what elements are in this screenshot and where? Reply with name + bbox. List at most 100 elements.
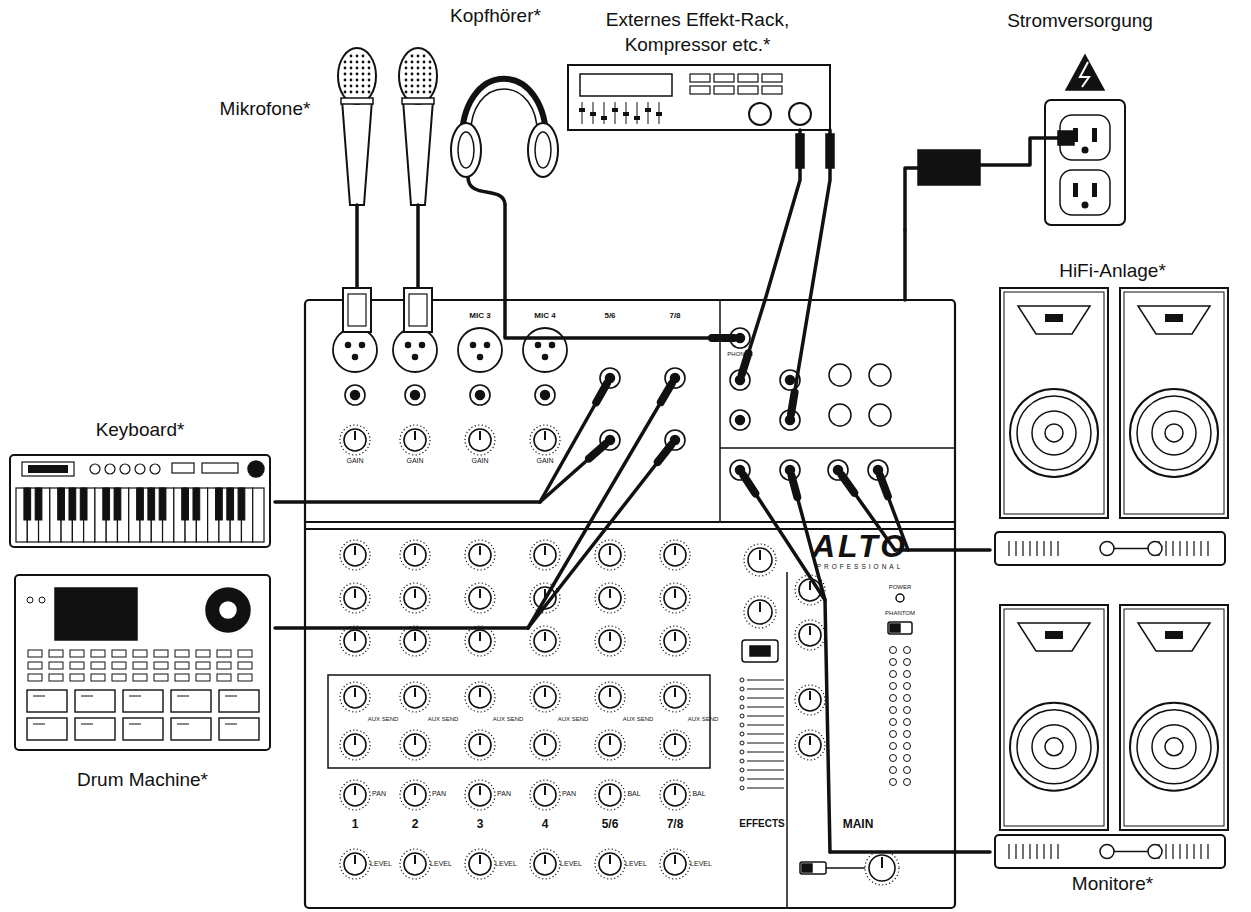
knob (599, 686, 621, 708)
drum-pad-mark (33, 696, 45, 697)
microphone-grille (411, 73, 414, 76)
jack-hole (671, 436, 680, 445)
panel-label: 7/8 (635, 312, 715, 321)
jack-plug-tip (740, 374, 742, 380)
speaker-cabinet-inner (1124, 609, 1224, 826)
amplifier-vent (1207, 844, 1208, 859)
cable (505, 300, 740, 338)
device-label: Kopfhörer* (418, 4, 573, 29)
amplifier-vent (1008, 541, 1009, 556)
knob (534, 734, 556, 756)
speaker-cabinet-inner (1004, 292, 1104, 514)
rack-button (714, 86, 734, 94)
black-key (103, 488, 110, 520)
meter-led (890, 683, 897, 690)
drum-machine-button (217, 662, 231, 669)
knob-scale (595, 730, 625, 760)
knob-pointer (544, 688, 546, 697)
cable (830, 850, 955, 854)
drum-pad (123, 690, 163, 712)
knob-scale (530, 425, 560, 455)
microphone-grille (405, 85, 408, 88)
main-switch-knob (802, 864, 812, 872)
amplifier-vent (1043, 844, 1044, 859)
phantom-switch (888, 622, 912, 634)
meter-led (904, 779, 911, 786)
drum-pad-mark (129, 696, 141, 697)
knob-scale (595, 780, 625, 810)
black-key (159, 488, 166, 520)
speaker-horn-throat (1165, 314, 1183, 322)
jack-plug (743, 475, 755, 493)
knob-pointer (354, 632, 356, 641)
panel-divider (305, 521, 955, 523)
speaker-woofer-surround (1137, 710, 1211, 784)
meter-led (904, 731, 911, 738)
amplifier-vent (1029, 844, 1030, 859)
microphone-grille (423, 61, 426, 64)
knob (534, 429, 556, 451)
power-supply: Stromversorgung (900, 5, 1130, 230)
drum-machine-button (196, 650, 210, 657)
amplifier-vent (1186, 541, 1187, 556)
knob (344, 544, 366, 566)
microphone-grille (356, 79, 359, 82)
power-plug (1058, 131, 1074, 145)
xlr-pin (406, 343, 411, 348)
knob-pointer (609, 632, 611, 641)
jack-hole (606, 436, 615, 445)
knob-pointer (674, 855, 676, 864)
microphone-grille (368, 85, 371, 88)
knob-scale (530, 540, 560, 570)
knob (799, 624, 821, 646)
phantom-switch-knob (890, 624, 900, 632)
microphone-grille (344, 67, 347, 70)
knob-scale (340, 730, 370, 760)
microphones: Mikrofone* (195, 45, 445, 205)
preset-led (740, 705, 744, 709)
xlr-plug (404, 288, 432, 332)
knob-scale (595, 583, 625, 613)
microphone-grille (423, 73, 426, 76)
microphone-grille (429, 85, 432, 88)
microphone-grille (356, 55, 359, 58)
drum-machine-button (175, 662, 189, 669)
warning-sign (1066, 55, 1104, 90)
panel-label: BAL (659, 790, 739, 798)
knob-scale (340, 583, 370, 613)
rack-slider (612, 108, 618, 112)
rack-display (580, 74, 672, 96)
knob-pointer (544, 546, 546, 555)
drum-machine-button (238, 674, 252, 681)
rack-slider (579, 108, 585, 112)
knob-pointer (674, 688, 676, 697)
microphone-grille (423, 67, 426, 70)
microphone-grille (405, 61, 408, 64)
preset-led (740, 786, 744, 790)
rack-knob (789, 103, 811, 125)
drum-machine-button (28, 650, 42, 657)
meter-led (890, 779, 897, 786)
knob-scale (465, 730, 495, 760)
speaker-horn (1138, 306, 1210, 334)
black-key (58, 488, 65, 520)
knob (344, 630, 366, 652)
amplifier-vent (1207, 541, 1208, 556)
cable (955, 548, 990, 552)
jack-plug (796, 134, 804, 168)
knob (599, 734, 621, 756)
knob (534, 544, 556, 566)
speaker-woofer (1130, 703, 1218, 791)
brand-logo: ALTO (775, 526, 945, 568)
jack-plug (712, 334, 734, 342)
outlet-socket (1060, 170, 1110, 215)
microphone-grille (356, 85, 359, 88)
panel-label: LEVEL (596, 860, 676, 868)
jack-socket (730, 410, 750, 430)
speaker-horn-throat (1045, 314, 1063, 322)
cable (905, 168, 918, 230)
panel-label: AUX SEND (663, 716, 743, 723)
knob-pointer (674, 589, 676, 598)
aux-send-frame (328, 675, 710, 768)
microphone-grille (344, 85, 347, 88)
